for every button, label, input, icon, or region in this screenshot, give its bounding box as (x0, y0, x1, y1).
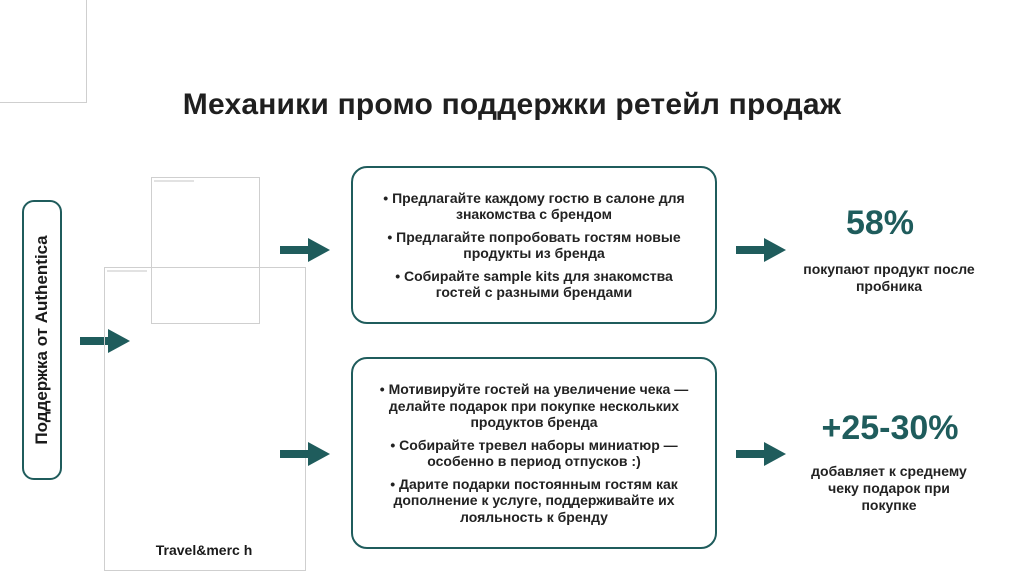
bullet-item: • Собирайте sample kits для знакомства г… (395, 267, 673, 301)
arrow-right-icon (280, 238, 330, 262)
image-caption: Travel&merc h (155, 542, 253, 558)
stat-value-gifts: +25-30% (821, 409, 959, 447)
arrow-right-icon (80, 329, 130, 353)
image-placeholder-mark (154, 180, 194, 182)
mechanic-box-gifts: • Мотивируйте гостей на увеличение чека … (351, 357, 717, 549)
side-label-frame (22, 200, 62, 480)
stat-description-sampling: покупают продукт после пробника (803, 261, 975, 294)
image-placeholder-top (151, 177, 260, 324)
corner-frame (0, 0, 87, 103)
arrow-right-icon (280, 442, 330, 466)
stat-description-gifts: добавляет к среднему чеку подарок при по… (811, 463, 967, 513)
mechanic-box-sampling: • Предлагайте каждому гостю в салоне для… (351, 166, 717, 324)
image-placeholder-mark (107, 270, 147, 272)
arrow-right-icon (736, 238, 786, 262)
arrow-right-icon (736, 442, 786, 466)
bullet-item: • Собирайте тревел наборы миниатюр — осо… (390, 436, 678, 470)
page-title: Механики промо поддержки ретейл продаж (182, 88, 842, 121)
stat-value-sampling: 58% (845, 204, 915, 242)
side-label: Поддержка от Authentica (32, 235, 51, 445)
bullet-item: • Мотивируйте гостей на увеличение чека … (379, 381, 689, 430)
bullet-item: • Дарите подарки постоянным гостям как д… (390, 475, 678, 525)
bullet-item: • Предлагайте каждому гостю в салоне для… (383, 189, 685, 223)
bullet-item: • Предлагайте попробовать гостям новые п… (387, 228, 681, 262)
image-placeholder-large (104, 267, 306, 571)
